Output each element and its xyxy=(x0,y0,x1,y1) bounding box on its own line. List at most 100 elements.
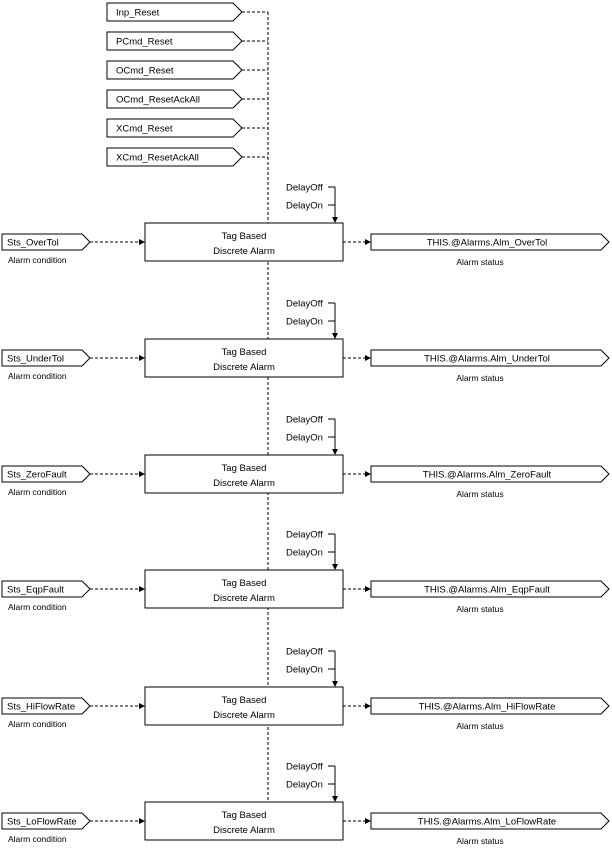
alarm-condition-tag: Sts_ZeroFault xyxy=(7,470,67,481)
alarm-block-title-line1: Tag Based xyxy=(222,231,267,242)
alarm-block-title-line1: Tag Based xyxy=(222,810,267,821)
delay-input-arrow xyxy=(332,681,338,687)
reset-input-label: Inp_Reset xyxy=(116,8,160,19)
condition-arrow xyxy=(139,703,145,709)
condition-arrow xyxy=(139,586,145,592)
reset-input-tag-shape xyxy=(106,147,243,167)
delay-off-label: DelayOff xyxy=(286,183,323,194)
reset-inputs: Inp_ResetPCmd_ResetOCmd_ResetOCmd_ResetA… xyxy=(106,2,243,167)
alarm-condition-tag-shape xyxy=(1,697,91,715)
reset-input-4: OCmd_ResetAckAll xyxy=(106,89,243,109)
alarm-status-tag-shape xyxy=(370,349,610,367)
alarm-condition-tag-shape xyxy=(1,349,91,367)
alarm-status-caption: Alarm status xyxy=(456,721,503,731)
alarm-status-tag-shape xyxy=(370,465,610,483)
alarm-condition-tag-shape xyxy=(1,233,91,251)
condition-arrow xyxy=(139,355,145,361)
alarm-condition-caption: Alarm condition xyxy=(8,487,67,497)
status-arrow xyxy=(365,703,371,709)
reset-input-3: OCmd_Reset xyxy=(106,60,243,80)
delay-off-label: DelayOff xyxy=(286,299,323,310)
alarm-status-tag: THIS.@Alarms.Alm_OverTol xyxy=(427,238,548,249)
alarm-condition-tag: Sts_HiFlowRate xyxy=(7,702,75,713)
status-arrow xyxy=(365,586,371,592)
alarm-block-title-line2: Discrete Alarm xyxy=(213,825,275,836)
delay-on-label: DelayOn xyxy=(286,317,323,328)
alarm-condition-tag-shape xyxy=(1,580,91,598)
condition-arrow xyxy=(139,239,145,245)
delay-input-arrow xyxy=(332,217,338,223)
delay-on-label: DelayOn xyxy=(286,433,323,444)
alarm-status-caption: Alarm status xyxy=(456,489,503,499)
condition-arrow xyxy=(139,471,145,477)
alarm-condition-caption: Alarm condition xyxy=(8,602,67,612)
reset-input-label: OCmd_Reset xyxy=(116,66,174,77)
alarm-block-title-line2: Discrete Alarm xyxy=(213,593,275,604)
reset-input-label: XCmd_Reset xyxy=(116,124,173,135)
status-arrow xyxy=(365,239,371,245)
alarm-status-tag: THIS.@Alarms.Alm_UnderTol xyxy=(424,354,550,365)
reset-input-label: PCmd_Reset xyxy=(116,37,173,48)
alarm-block-title-line1: Tag Based xyxy=(222,578,267,589)
alarm-block-title-line2: Discrete Alarm xyxy=(213,362,275,373)
delay-on-label: DelayOn xyxy=(286,201,323,212)
alarm-condition-caption: Alarm condition xyxy=(8,255,67,265)
alarm-condition-caption: Alarm condition xyxy=(8,834,67,844)
delay-off-label: DelayOff xyxy=(286,762,323,773)
tag-based-discrete-alarm-block xyxy=(144,338,344,378)
delay-input-arrow xyxy=(332,564,338,570)
alarm-status-tag-shape xyxy=(370,580,610,598)
reset-input-tag-shape xyxy=(106,118,243,138)
delay-on-label: DelayOn xyxy=(286,665,323,676)
reset-input-tag-shape xyxy=(106,31,243,51)
alarm-condition-tag: Sts_LoFlowRate xyxy=(7,817,77,828)
alarm-status-tag-shape xyxy=(370,697,610,715)
alarm-status-caption: Alarm status xyxy=(456,373,503,383)
tag-based-discrete-alarm-block xyxy=(144,686,344,726)
alarm-condition-caption: Alarm condition xyxy=(8,371,67,381)
delay-on-label: DelayOn xyxy=(286,780,323,791)
alarm-condition-tag-shape xyxy=(1,465,91,483)
alarm-status-caption: Alarm status xyxy=(456,836,503,846)
alarm-condition-tag: Sts_OverTol xyxy=(7,238,59,249)
reset-input-5: XCmd_Reset xyxy=(106,118,243,138)
alarm-condition-tag: Sts_EqpFault xyxy=(7,585,64,596)
connector-lines xyxy=(90,11,365,822)
reset-input-tag-shape xyxy=(106,2,243,22)
reset-input-label: XCmd_ResetAckAll xyxy=(116,153,199,164)
delay-on-label: DelayOn xyxy=(286,548,323,559)
alarm-status-caption: Alarm status xyxy=(456,257,503,267)
tag-based-discrete-alarm-block xyxy=(144,454,344,494)
tag-based-discrete-alarm-block xyxy=(144,801,344,841)
tag-based-discrete-alarm-block xyxy=(144,222,344,262)
alarm-status-tag-shape xyxy=(370,233,610,251)
alarm-block-title-line2: Discrete Alarm xyxy=(213,246,275,257)
status-arrow xyxy=(365,471,371,477)
alarm-status-caption: Alarm status xyxy=(456,604,503,614)
reset-input-6: XCmd_ResetAckAll xyxy=(106,147,243,167)
condition-arrow xyxy=(139,818,145,824)
alarm-block-title-line2: Discrete Alarm xyxy=(213,710,275,721)
alarm-condition-caption: Alarm condition xyxy=(8,719,67,729)
alarm-condition-tag: Sts_UnderTol xyxy=(7,354,64,365)
delay-input-arrow xyxy=(332,796,338,802)
delay-off-label: DelayOff xyxy=(286,647,323,658)
status-arrow xyxy=(365,355,371,361)
delay-input-arrow xyxy=(332,333,338,339)
delay-off-label: DelayOff xyxy=(286,415,323,426)
reset-input-tag-shape xyxy=(106,89,243,109)
delay-off-label: DelayOff xyxy=(286,530,323,541)
status-arrow xyxy=(365,818,371,824)
reset-input-label: OCmd_ResetAckAll xyxy=(116,95,200,106)
alarm-block-title-line1: Tag Based xyxy=(222,347,267,358)
tag-based-discrete-alarm-block xyxy=(144,569,344,609)
alarm-status-tag: THIS.@Alarms.Alm_ZeroFault xyxy=(423,470,552,481)
alarm-status-tag: THIS.@Alarms.Alm_EqpFault xyxy=(424,585,550,596)
alarm-status-tag: THIS.@Alarms.Alm_HiFlowRate xyxy=(419,702,556,713)
alarm-status-tag: THIS.@Alarms.Alm_LoFlowRate xyxy=(418,817,556,828)
